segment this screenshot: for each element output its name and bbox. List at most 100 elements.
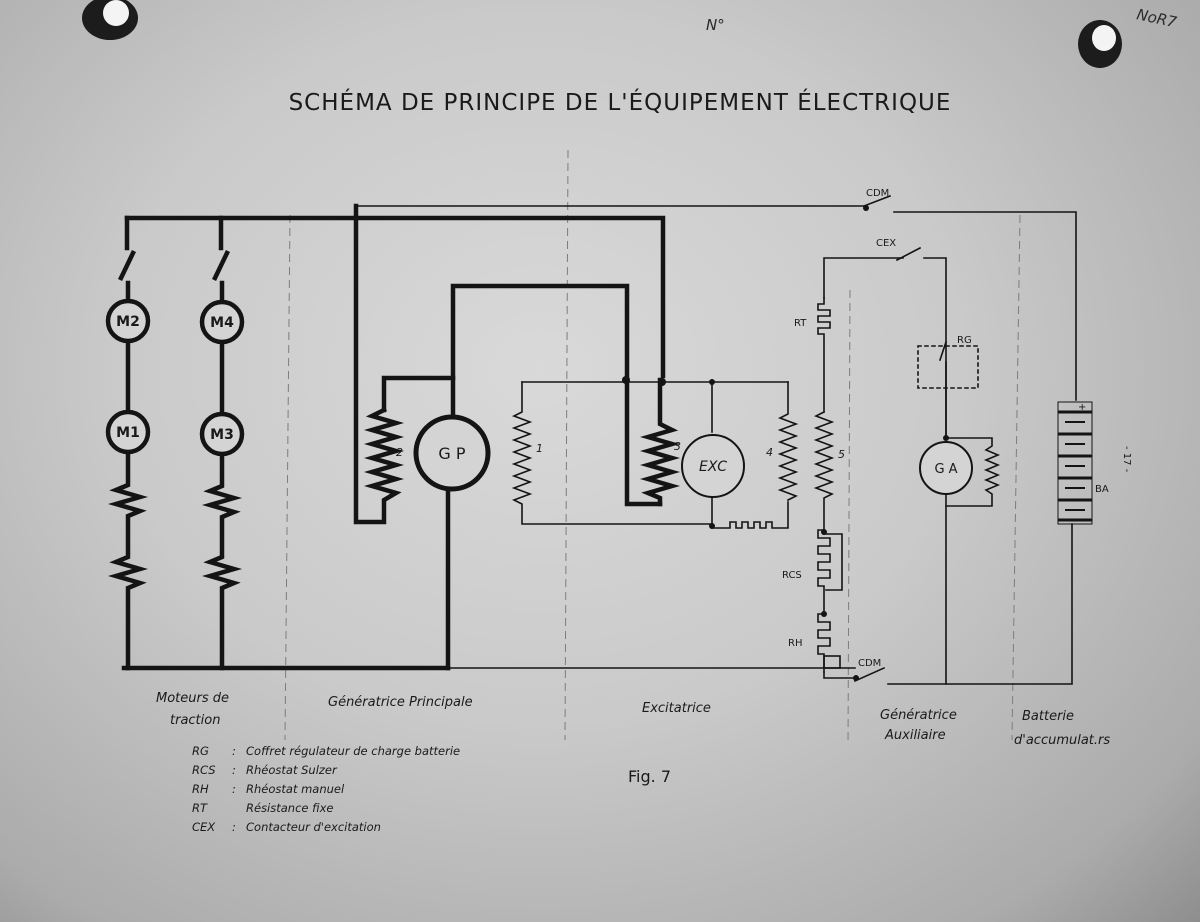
winding-2-number: 2	[396, 446, 403, 459]
exciter-field-rheostat	[711, 497, 789, 529]
winding-3	[639, 377, 681, 507]
caption-battery-line1: Batterie	[1022, 709, 1074, 724]
winding-5	[813, 410, 835, 531]
corner-mark-right: NoR7	[1135, 5, 1179, 31]
cdm-top-contact	[863, 205, 869, 211]
main-generator-label: G P	[438, 444, 465, 463]
junction-7	[943, 435, 949, 441]
cex-switch	[895, 246, 922, 262]
rt-label: RT	[794, 318, 807, 329]
legend-desc: Résistance fixe	[246, 801, 333, 815]
ga-field-winding	[945, 437, 1001, 507]
cdm-bottom-contact	[853, 675, 859, 681]
battery-plus-label: +	[1078, 402, 1086, 413]
cex-feed-wire	[823, 257, 904, 299]
legend-abbr: RG	[192, 744, 209, 758]
caption-aux-line2: Auxiliaire	[884, 728, 946, 743]
rcs-label: RCS	[782, 570, 802, 581]
guide-line-3	[847, 289, 851, 746]
caption-main-generator: Génératrice Principale	[328, 695, 473, 710]
winding-4-number: 4	[766, 446, 773, 459]
diagram-title: SCHÉMA DE PRINCIPE DE L'ÉQUIPEMENT ÉLECT…	[289, 88, 952, 116]
motor-m2-symbol	[105, 298, 151, 344]
battery-outline	[1057, 401, 1093, 525]
punch-hole-left-highlight	[103, 0, 129, 26]
rg-label: RG	[957, 335, 972, 346]
battery-positive-wire	[893, 211, 1077, 401]
legend-desc: Rhéostat Sulzer	[246, 763, 338, 777]
cdm-bottom-label: CDM	[858, 658, 881, 669]
motor-m1-label: M1	[116, 425, 140, 441]
rh-handle	[823, 655, 841, 669]
branch1-resistors	[107, 452, 149, 671]
traction-switch-2	[211, 249, 231, 282]
winding-4	[777, 381, 799, 502]
main-generator-symbol	[413, 414, 491, 492]
guide-line-4	[1011, 214, 1021, 741]
caption-aux-line1: Génératrice	[880, 708, 957, 723]
junction-1	[622, 376, 630, 384]
rh-return-wire	[823, 671, 857, 679]
legend-abbr: CEX	[192, 820, 216, 834]
battery-label: BA	[1095, 484, 1109, 495]
caption-battery-line2: d'accumulat.rs	[1014, 733, 1110, 748]
legend-sep: :	[232, 820, 236, 834]
battery-side-mark: - 17 -	[1121, 446, 1132, 473]
motor-m2-label: M2	[116, 314, 140, 330]
guide-line-2	[564, 149, 569, 741]
junction-3	[709, 379, 715, 385]
fixed-resistor-rt	[817, 297, 831, 413]
caption-traction-line2: traction	[170, 713, 220, 728]
winding-1	[511, 381, 711, 525]
punch-hole-right-highlight	[1092, 25, 1116, 51]
ga-feed-wire	[923, 257, 947, 439]
motor-m3-label: M3	[210, 427, 234, 443]
rg-box	[917, 345, 979, 389]
motor-m4-symbol	[199, 299, 245, 345]
legend-sep: :	[232, 763, 236, 777]
cdm-top-label: CDM	[866, 188, 889, 199]
motor-m1-symbol	[105, 409, 151, 455]
winding-2	[353, 203, 405, 525]
gp-field-feed	[381, 375, 456, 413]
rh-label: RH	[788, 638, 802, 649]
legend-desc: Contacteur d'excitation	[246, 820, 381, 834]
battery-cells	[1058, 410, 1092, 522]
battery-negative-wire	[887, 523, 1073, 685]
junction-6	[821, 611, 827, 617]
exciter-symbol	[681, 434, 745, 498]
motor-m3-symbol	[199, 411, 245, 457]
caption-traction-line1: Moteurs de	[156, 691, 229, 706]
branch2-resistors	[201, 453, 243, 671]
exciter-label: EXC	[699, 459, 727, 475]
legend-sep: :	[232, 744, 236, 758]
figure-label: Fig. 7	[628, 767, 671, 786]
junction-4	[709, 523, 715, 529]
winding-5-number: 5	[838, 448, 845, 461]
traction-switch-1	[117, 249, 137, 282]
cdm-top-switch	[862, 194, 892, 208]
legend-desc: Coffret régulateur de charge batterie	[246, 744, 460, 758]
winding-3-number: 3	[674, 440, 681, 453]
corner-mark-center: N°	[706, 16, 725, 34]
legend-desc: Rhéostat manuel	[246, 782, 345, 796]
guide-line-1	[284, 214, 291, 741]
motor-m4-label: M4	[210, 315, 234, 331]
legend: RG : Coffret régulateur de charge batter…	[192, 744, 460, 834]
gp-top-loop-wire	[450, 283, 663, 507]
junction-5	[821, 529, 827, 535]
top-bus-wire	[124, 215, 666, 379]
cex-label: CEX	[876, 238, 896, 249]
legend-abbr: RH	[192, 782, 209, 796]
rheostat-rcs	[817, 529, 831, 615]
caption-exciter: Excitatrice	[642, 701, 711, 716]
junction-2	[658, 378, 666, 386]
cdm-bottom-switch	[853, 666, 886, 683]
legend-abbr: RCS	[192, 763, 216, 777]
aux-generator-label: G A	[934, 462, 957, 477]
rg-switch	[938, 340, 948, 362]
winding-1-number: 1	[536, 442, 543, 455]
legend-abbr: RT	[192, 801, 208, 815]
